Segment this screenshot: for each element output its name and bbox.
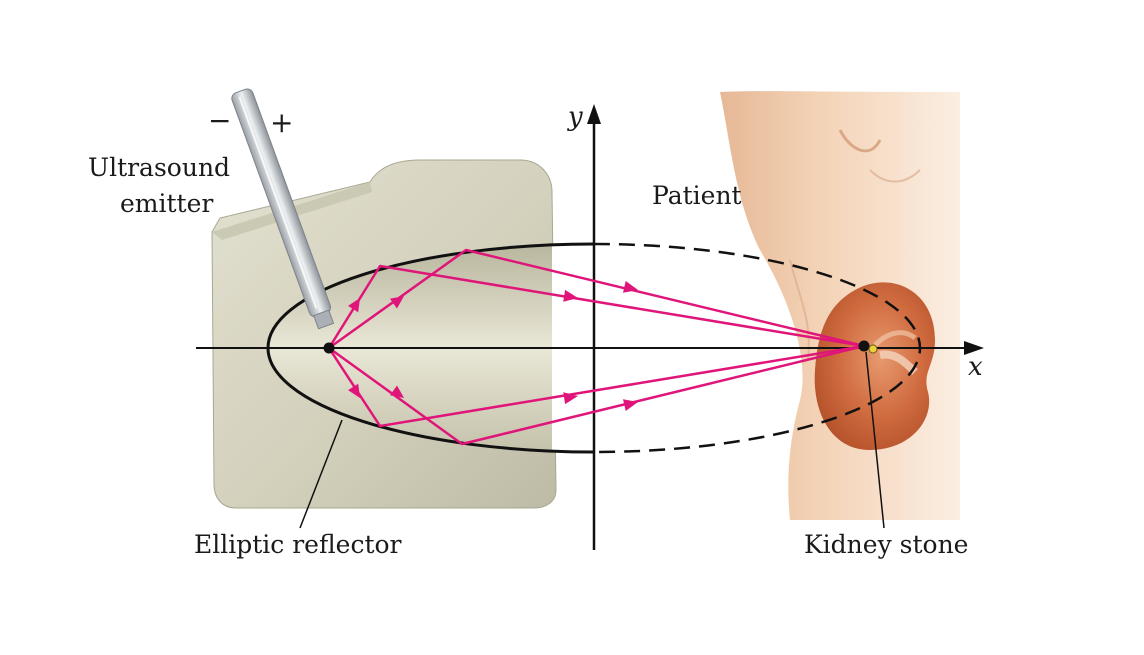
ray-arrowheads <box>348 281 638 411</box>
arrow-icon <box>389 296 404 309</box>
reflector-leader-line <box>299 419 343 529</box>
ray-upper-outer <box>328 248 865 350</box>
arrow-icon <box>623 281 638 293</box>
kidney-stone-focus-point <box>858 340 870 352</box>
y-axis-arrow-icon <box>587 104 601 124</box>
arrow-icon <box>563 289 578 302</box>
elliptic-reflector-label: Elliptic reflector <box>194 530 402 559</box>
x-axis-arrow-icon <box>964 341 984 355</box>
ray-lower-inner <box>327 344 865 428</box>
ultrasound-emitter-label-line1: Ultrasound <box>88 153 230 182</box>
arrow-icon <box>389 385 404 398</box>
y-axis-label: y <box>567 102 583 132</box>
arrow-icon <box>623 399 638 411</box>
kidney-stone <box>868 344 878 354</box>
kidney-stone-label: Kidney stone <box>804 530 968 559</box>
ray-lower-outer <box>328 344 865 446</box>
ultrasound-rays <box>327 248 865 446</box>
ultrasound-emitter-label-line2: emitter <box>120 189 213 218</box>
arrow-icon <box>348 383 360 398</box>
ultrasound-emitter-probe <box>231 88 335 330</box>
minus-sign: − <box>208 104 231 137</box>
ray-upper-inner <box>327 264 865 349</box>
arrow-icon <box>348 298 360 313</box>
patient-label: Patient <box>652 181 742 210</box>
plus-sign: + <box>270 106 293 139</box>
kidney-stone-leader-line <box>865 351 885 529</box>
x-axis-label: x <box>968 352 983 382</box>
arrow-icon <box>563 392 578 405</box>
emitter-focus-point <box>323 342 335 354</box>
